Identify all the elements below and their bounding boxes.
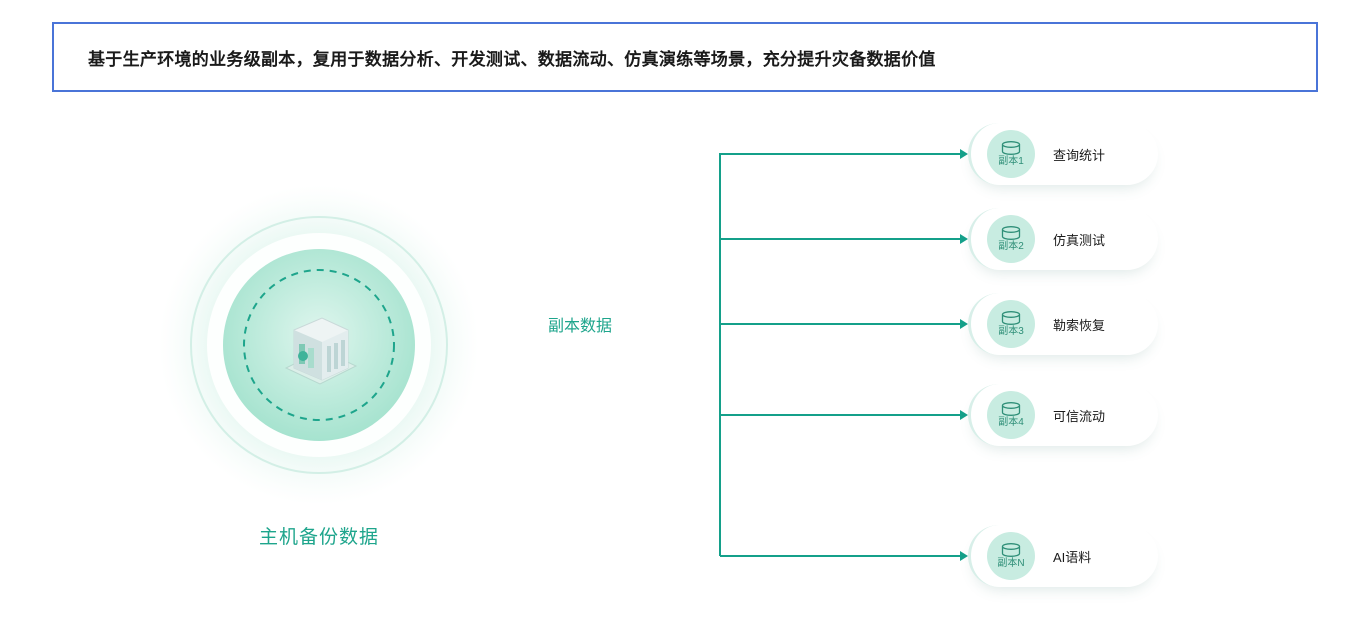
replica-code: 副本3 bbox=[998, 326, 1024, 337]
database-icon bbox=[1001, 402, 1021, 416]
branch-2 bbox=[720, 234, 968, 244]
replica-card-4: 副本4 可信流动 bbox=[968, 384, 1158, 446]
branch-1 bbox=[720, 149, 968, 159]
replica-name: 查询统计 bbox=[1053, 147, 1106, 163]
replica-code: 副本2 bbox=[998, 241, 1024, 252]
replica-badge: 副本4 bbox=[987, 391, 1035, 439]
replica-card-n: 副本N AI语料 bbox=[968, 525, 1158, 587]
replica-code: 副本1 bbox=[998, 156, 1024, 167]
replica-name: AI语料 bbox=[1053, 549, 1092, 565]
description-banner: 基于生产环境的业务级副本，复用于数据分析、开发测试、数据流动、仿真演练等场景，充… bbox=[52, 22, 1318, 92]
flow-label: 副本数据 bbox=[547, 318, 612, 335]
database-icon bbox=[1001, 226, 1021, 240]
replica-name: 仿真测试 bbox=[1053, 232, 1106, 248]
branch-n bbox=[720, 551, 968, 561]
replica-badge: 副本1 bbox=[987, 130, 1035, 178]
replica-code: 副本N bbox=[997, 558, 1025, 569]
replica-card-3: 副本3 勒索恢复 bbox=[968, 293, 1158, 355]
host-node bbox=[159, 185, 479, 505]
branch-3 bbox=[720, 319, 968, 329]
arrowhead bbox=[960, 410, 968, 420]
arrowhead bbox=[960, 319, 968, 329]
host-label: 主机备份数据 bbox=[258, 527, 379, 548]
database-icon bbox=[1001, 543, 1021, 557]
dashed-ring bbox=[243, 269, 395, 421]
replica-name: 勒索恢复 bbox=[1053, 317, 1106, 333]
replica-name: 可信流动 bbox=[1053, 408, 1106, 424]
replica-badge: 副本2 bbox=[987, 215, 1035, 263]
replica-card-2: 副本2 仿真测试 bbox=[968, 208, 1158, 270]
arrowhead bbox=[960, 149, 968, 159]
replica-badge: 副本3 bbox=[987, 300, 1035, 348]
database-icon bbox=[1001, 311, 1021, 325]
arrowhead bbox=[960, 234, 968, 244]
database-icon bbox=[1001, 141, 1021, 155]
replica-card-1: 副本1 查询统计 bbox=[968, 123, 1158, 185]
replica-badge: 副本N bbox=[987, 532, 1035, 580]
branch-4 bbox=[720, 410, 968, 420]
arrowhead bbox=[960, 551, 968, 561]
replica-code: 副本4 bbox=[998, 417, 1024, 428]
outer-ring bbox=[190, 216, 448, 474]
server-appliance-icon bbox=[284, 317, 358, 385]
banner-text: 基于生产环境的业务级副本，复用于数据分析、开发测试、数据流动、仿真演练等场景，充… bbox=[88, 49, 936, 69]
